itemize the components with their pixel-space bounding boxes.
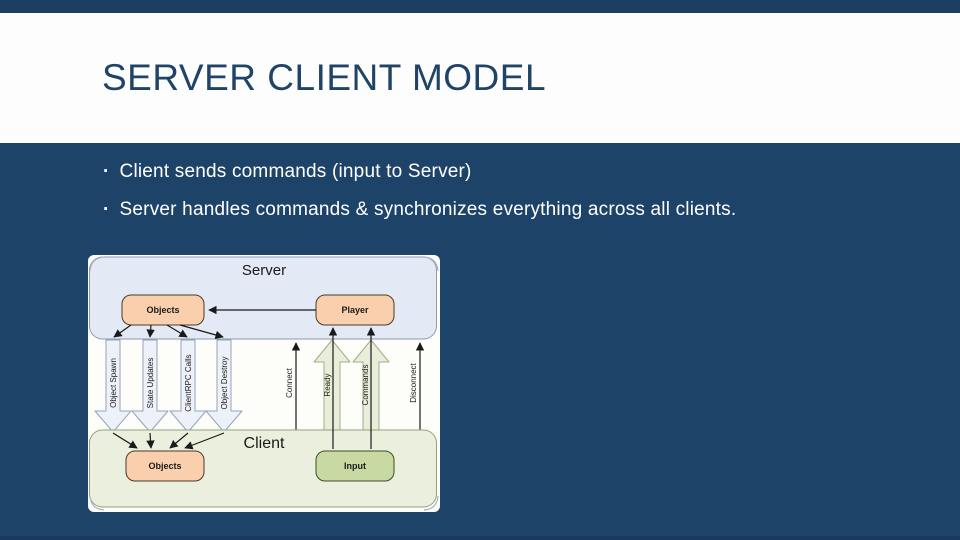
label-object-spawn: Object Spawn [109,358,118,408]
top-accent-bar [0,0,960,13]
player-label: Player [341,305,369,315]
bullet-glyph: · [103,161,110,182]
bullet-text: Client sends commands (input to Server) [119,161,472,182]
label-state-updates: State Updates [146,358,155,409]
page-curl-bottom-right [423,495,439,511]
client-label: Client [244,435,285,452]
server-client-diagram: Server Object Spawn State Updates Client… [89,256,439,511]
label-commands: Commands [361,365,370,406]
server-label: Server [242,262,286,279]
bullet-list: · Client sends commands (input to Server… [103,160,736,236]
fan-arrow-client [169,432,189,449]
title-band: SERVER CLIENT MODEL [0,13,960,143]
fan-arrow-client [112,432,138,449]
server-objects-box [121,294,205,326]
block-arrow-object-spawn [94,339,132,433]
bottom-accent-bar [0,536,960,540]
label-object-destroy: Object Destroy [220,357,229,410]
fan-arrow-client [146,432,155,449]
label-clientrpc-calls: ClientRPC Calls [184,354,193,411]
fan-arrow-client [184,432,225,450]
bullet-text: Server handles commands & synchronizes e… [119,199,737,220]
block-arrow-state-updates [131,339,169,433]
bullet-glyph: · [103,199,110,220]
bullet-item: · Server handles commands & synchronizes… [103,198,736,222]
client-objects-label: Objects [148,461,181,471]
fan-arrow-server [166,324,188,338]
client-objects-box [125,450,205,482]
server-objects-label: Objects [146,305,179,315]
server-client-diagram-image: Server Object Spawn State Updates Client… [88,255,440,512]
bullet-item: · Client sends commands (input to Server… [103,160,736,184]
label-ready: Ready [323,373,332,396]
block-arrow-object-destroy [205,339,243,433]
slide-title: SERVER CLIENT MODEL [102,57,547,98]
label-disconnect: Disconnect [409,362,418,402]
fan-arrow-server [146,324,155,338]
page-curl-bottom-left [89,495,105,511]
fan-arrow-server [179,324,224,340]
client-container-box [89,429,437,508]
block-arrow-clientrpc-calls [169,339,207,433]
page-curl-top-left [89,256,105,272]
block-arrow-ready [313,339,351,431]
fan-arrow-server [113,324,132,338]
input-label: Input [344,461,366,471]
label-connect: Connect [285,367,294,398]
input-box [315,450,395,482]
page-curl-top-right [423,256,439,272]
